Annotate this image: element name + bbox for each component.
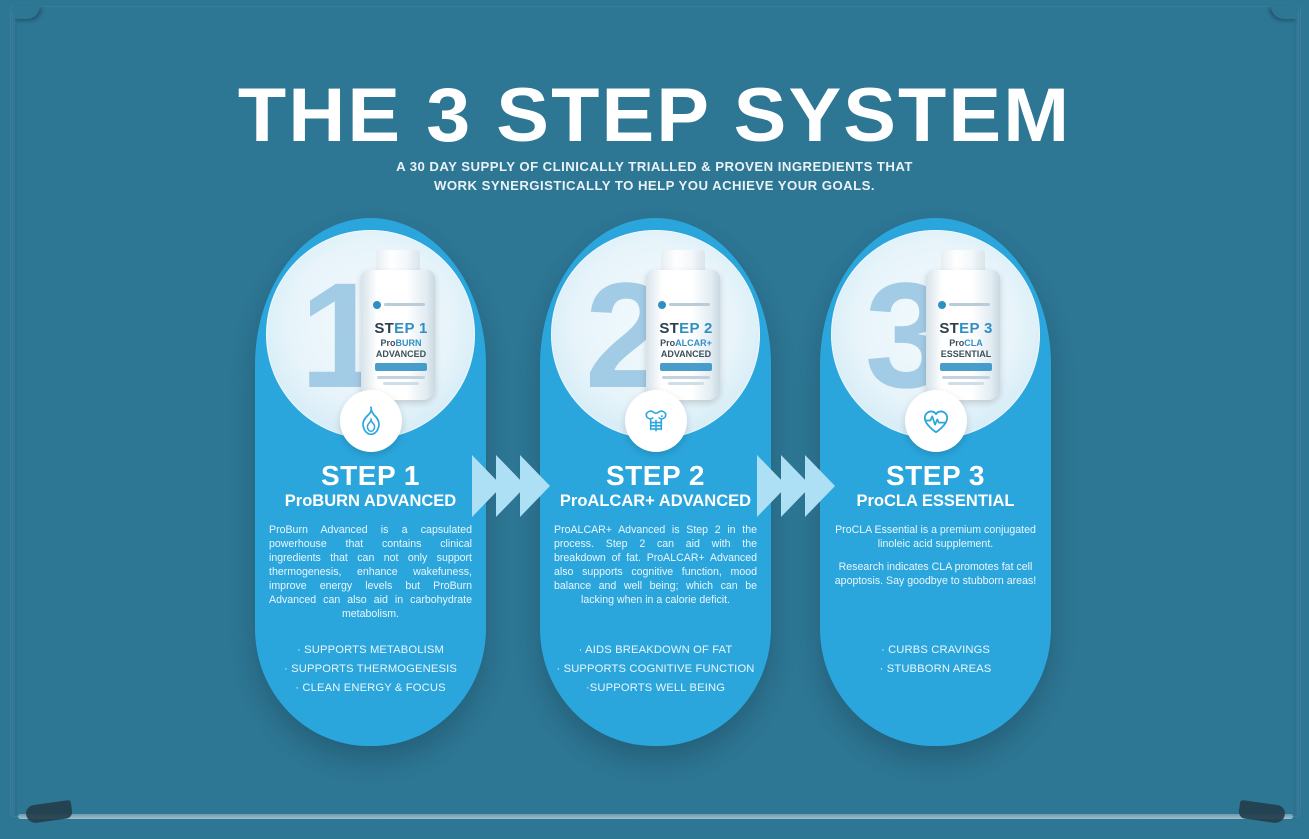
subtitle-line-2: WORK SYNERGISTICALLY TO HELP YOU ACHIEVE… — [433, 177, 876, 193]
torso-abs-icon — [645, 410, 666, 432]
bottle-fine-print-1 — [662, 376, 710, 379]
brand-wordmark — [384, 303, 425, 306]
bottle-label-badge — [940, 363, 992, 371]
bottle-cap — [376, 250, 420, 272]
bottle-brand-logo — [938, 300, 990, 309]
bottle-brand-logo — [373, 300, 425, 309]
bottle-fine-print-2 — [383, 382, 419, 385]
step-2-bottle: STEP 2 ProALCAR+ADVANCED — [643, 250, 723, 400]
step-2-icon-badge — [624, 390, 687, 452]
step-1-benefits-list: · SUPPORTS METABOLISM · SUPPORTS THERMOG… — [255, 641, 486, 697]
step-1-product-name: ProBURN ADVANCED — [284, 492, 457, 510]
step-1-icon-badge — [339, 390, 402, 452]
bottle-step-label: STEP 3 — [939, 320, 993, 337]
flame-icon — [361, 406, 380, 436]
step-3-description: ProCLA Essential is a premium conjugated… — [834, 523, 1037, 588]
bottle-step-label: STEP 1 — [374, 320, 428, 337]
board-bottom-edge — [18, 814, 1293, 819]
step-3-benefits-list: · CURBS CRAVINGS · STUBBORN AREAS — [820, 641, 1051, 679]
bottle-cap — [941, 250, 985, 272]
brand-wordmark — [669, 303, 710, 306]
bottle-brand-logo — [658, 300, 710, 309]
page-subtitle: A 30 DAY SUPPLY OF CLINICALLY TRIALLED &… — [0, 158, 1309, 195]
bottle-cap — [661, 250, 705, 272]
bottle-label-badge — [375, 363, 427, 371]
bottle-body: STEP 2 ProALCAR+ADVANCED — [646, 270, 720, 400]
subtitle-line-1: A 30 DAY SUPPLY OF CLINICALLY TRIALLED &… — [396, 159, 913, 174]
step-2-product-name: ProALCAR+ ADVANCED — [559, 492, 752, 510]
brand-dot-icon — [658, 300, 666, 309]
step-2-title: STEP 2 — [606, 460, 705, 491]
brand-wordmark — [949, 303, 990, 306]
bottle-fine-print-1 — [377, 376, 425, 379]
benefit-item: · SUPPORTS COGNITIVE FUNCTION — [556, 662, 755, 675]
bottle-step-label: STEP 2 — [659, 320, 713, 337]
step-1-description: ProBurn Advanced is a capsulated powerho… — [269, 523, 472, 622]
step-card-2[interactable]: 2 STEP 2 ProALCAR+ADVANCED — [540, 218, 771, 746]
step-1-title: STEP 1 — [321, 460, 420, 491]
bottle-label-badge — [660, 363, 712, 371]
heart-pulse-icon — [923, 410, 948, 434]
board-right-edge — [1294, 10, 1299, 816]
board-left-edge — [12, 10, 17, 816]
bottle-fine-print-2 — [948, 382, 984, 385]
step-3-icon-badge — [904, 390, 967, 452]
brand-dot-icon — [373, 300, 381, 309]
step-3-title: STEP 3 — [886, 460, 985, 491]
benefit-item: · AIDS BREAKDOWN OF FAT — [578, 644, 733, 656]
bottle-fine-print-2 — [668, 382, 704, 385]
bottle-product-label: ProALCAR+ADVANCED — [660, 338, 712, 360]
benefit-item: · SUPPORTS THERMOGENESIS — [284, 662, 457, 675]
benefit-item: · STUBBORN AREAS — [879, 662, 992, 675]
bottle-fine-print-1 — [942, 376, 990, 379]
board-corner-clip-top-right — [1271, 6, 1297, 19]
step-1-description-paragraph: ProBurn Advanced is a capsulated powerho… — [269, 524, 472, 621]
benefit-item: · CURBS CRAVINGS — [880, 644, 991, 656]
step-3-description-paragraph: Research indicates CLA promotes fat cell… — [834, 561, 1037, 588]
step-2-benefits-list: · AIDS BREAKDOWN OF FAT · SUPPORTS COGNI… — [540, 641, 771, 697]
chevron-right-icon — [805, 455, 835, 517]
step-3-product-name: ProCLA ESSENTIAL — [856, 492, 1015, 510]
brand-dot-icon — [938, 300, 946, 309]
step-2-description: ProALCAR+ Advanced is Step 2 in the proc… — [554, 523, 757, 607]
board-corner-clip-top-left — [14, 6, 40, 19]
benefit-item: · SUPPORTS METABOLISM — [297, 644, 444, 656]
arrow-group-2-to-3 — [757, 455, 853, 517]
benefit-item: · CLEAN ENERGY & FOCUS — [295, 681, 446, 694]
arrow-group-1-to-2 — [472, 455, 568, 517]
page-title: THE 3 STEP SYSTEM — [237, 73, 1072, 158]
step-2-description-paragraph: ProALCAR+ Advanced is Step 2 in the proc… — [554, 524, 757, 607]
chevron-right-icon — [520, 455, 550, 517]
step-3-description-paragraph: ProCLA Essential is a premium conjugated… — [835, 524, 1036, 551]
benefit-item: ·SUPPORTS WELL BEING — [585, 681, 726, 694]
